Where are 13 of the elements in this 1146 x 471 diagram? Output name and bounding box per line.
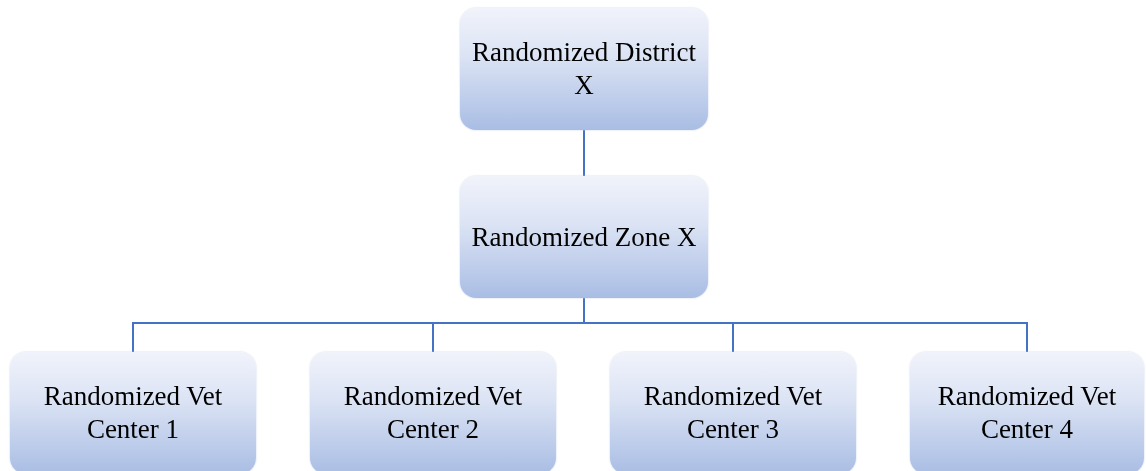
process-box [310,352,556,471]
box-label: Randomized Vet Center 1 [42,380,224,446]
box-label: Randomized Zone X [471,220,697,254]
process-box [610,352,856,471]
process-box [910,352,1144,471]
connector-line [583,129,585,177]
box-label: Randomized Vet Center 2 [342,380,524,446]
box-label: Randomized Vet Center 4 [936,380,1118,446]
process-box [460,8,708,130]
process-box [460,176,708,298]
process-box [10,352,256,471]
box-label: Randomized Vet Center 3 [642,380,824,446]
box-label: Randomized District X [470,36,698,102]
